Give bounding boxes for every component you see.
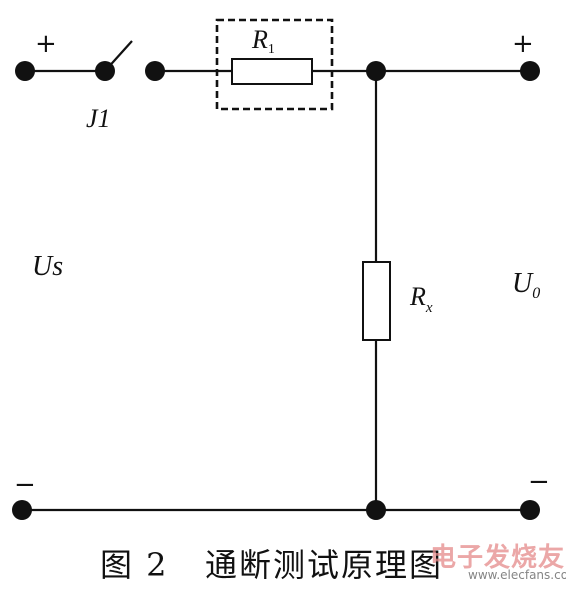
terminal-top-left [15,61,35,81]
terminal-bottom-left [12,500,32,520]
switch-node-left [95,61,115,81]
terminal-top-right [520,61,540,81]
r1-label-sub: 1 [268,42,275,57]
u0-label-main: U [512,268,534,299]
r1-label-main: R [251,25,268,54]
rx-label-sub: x [425,300,433,316]
rx-label: Rx [409,282,433,316]
rx-label-main: R [409,282,426,311]
watermark-site: www.elecfans.com [468,568,566,582]
plus-sign-right: + [512,29,534,59]
rx-resistor [362,261,391,341]
switch-label: J1 [86,104,111,133]
watermark-logo: 电子发烧友 [430,543,566,573]
switch-node-right [145,61,165,81]
junction-top [366,61,386,81]
r1-resistor [231,58,313,85]
us-label: Us [32,251,63,282]
r1-dashed-box [215,18,334,111]
minus-sign-right: − [528,467,550,497]
u0-label: U0 [512,268,540,302]
r1-label: R1 [251,25,275,57]
plus-sign-left: + [35,29,57,59]
junction-bottom [366,500,386,520]
terminal-bottom-right [520,500,540,520]
u0-label-sub: 0 [532,285,540,302]
minus-sign-left: − [14,470,36,500]
figure-caption: 图 2 通断测试原理图 [100,546,444,584]
